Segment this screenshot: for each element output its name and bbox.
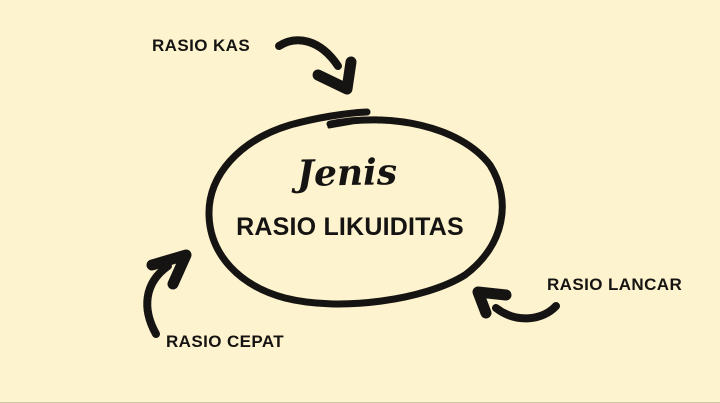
label-rasio-cepat: RASIO CEPAT: [166, 332, 285, 351]
arrow-rasio-lancar-icon: [472, 286, 560, 323]
arrow-rasio-cepat-icon: [143, 249, 192, 338]
center-title: RASIO LIKUIDITAS: [236, 213, 464, 241]
label-rasio-kas: RASIO KAS: [152, 36, 251, 55]
arrow-rasio-kas-icon: [275, 36, 357, 95]
center-subtitle: Jenis: [296, 151, 398, 195]
label-rasio-lancar: RASIO LANCAR: [547, 275, 683, 294]
center-ellipse-sketch: [205, 108, 506, 308]
